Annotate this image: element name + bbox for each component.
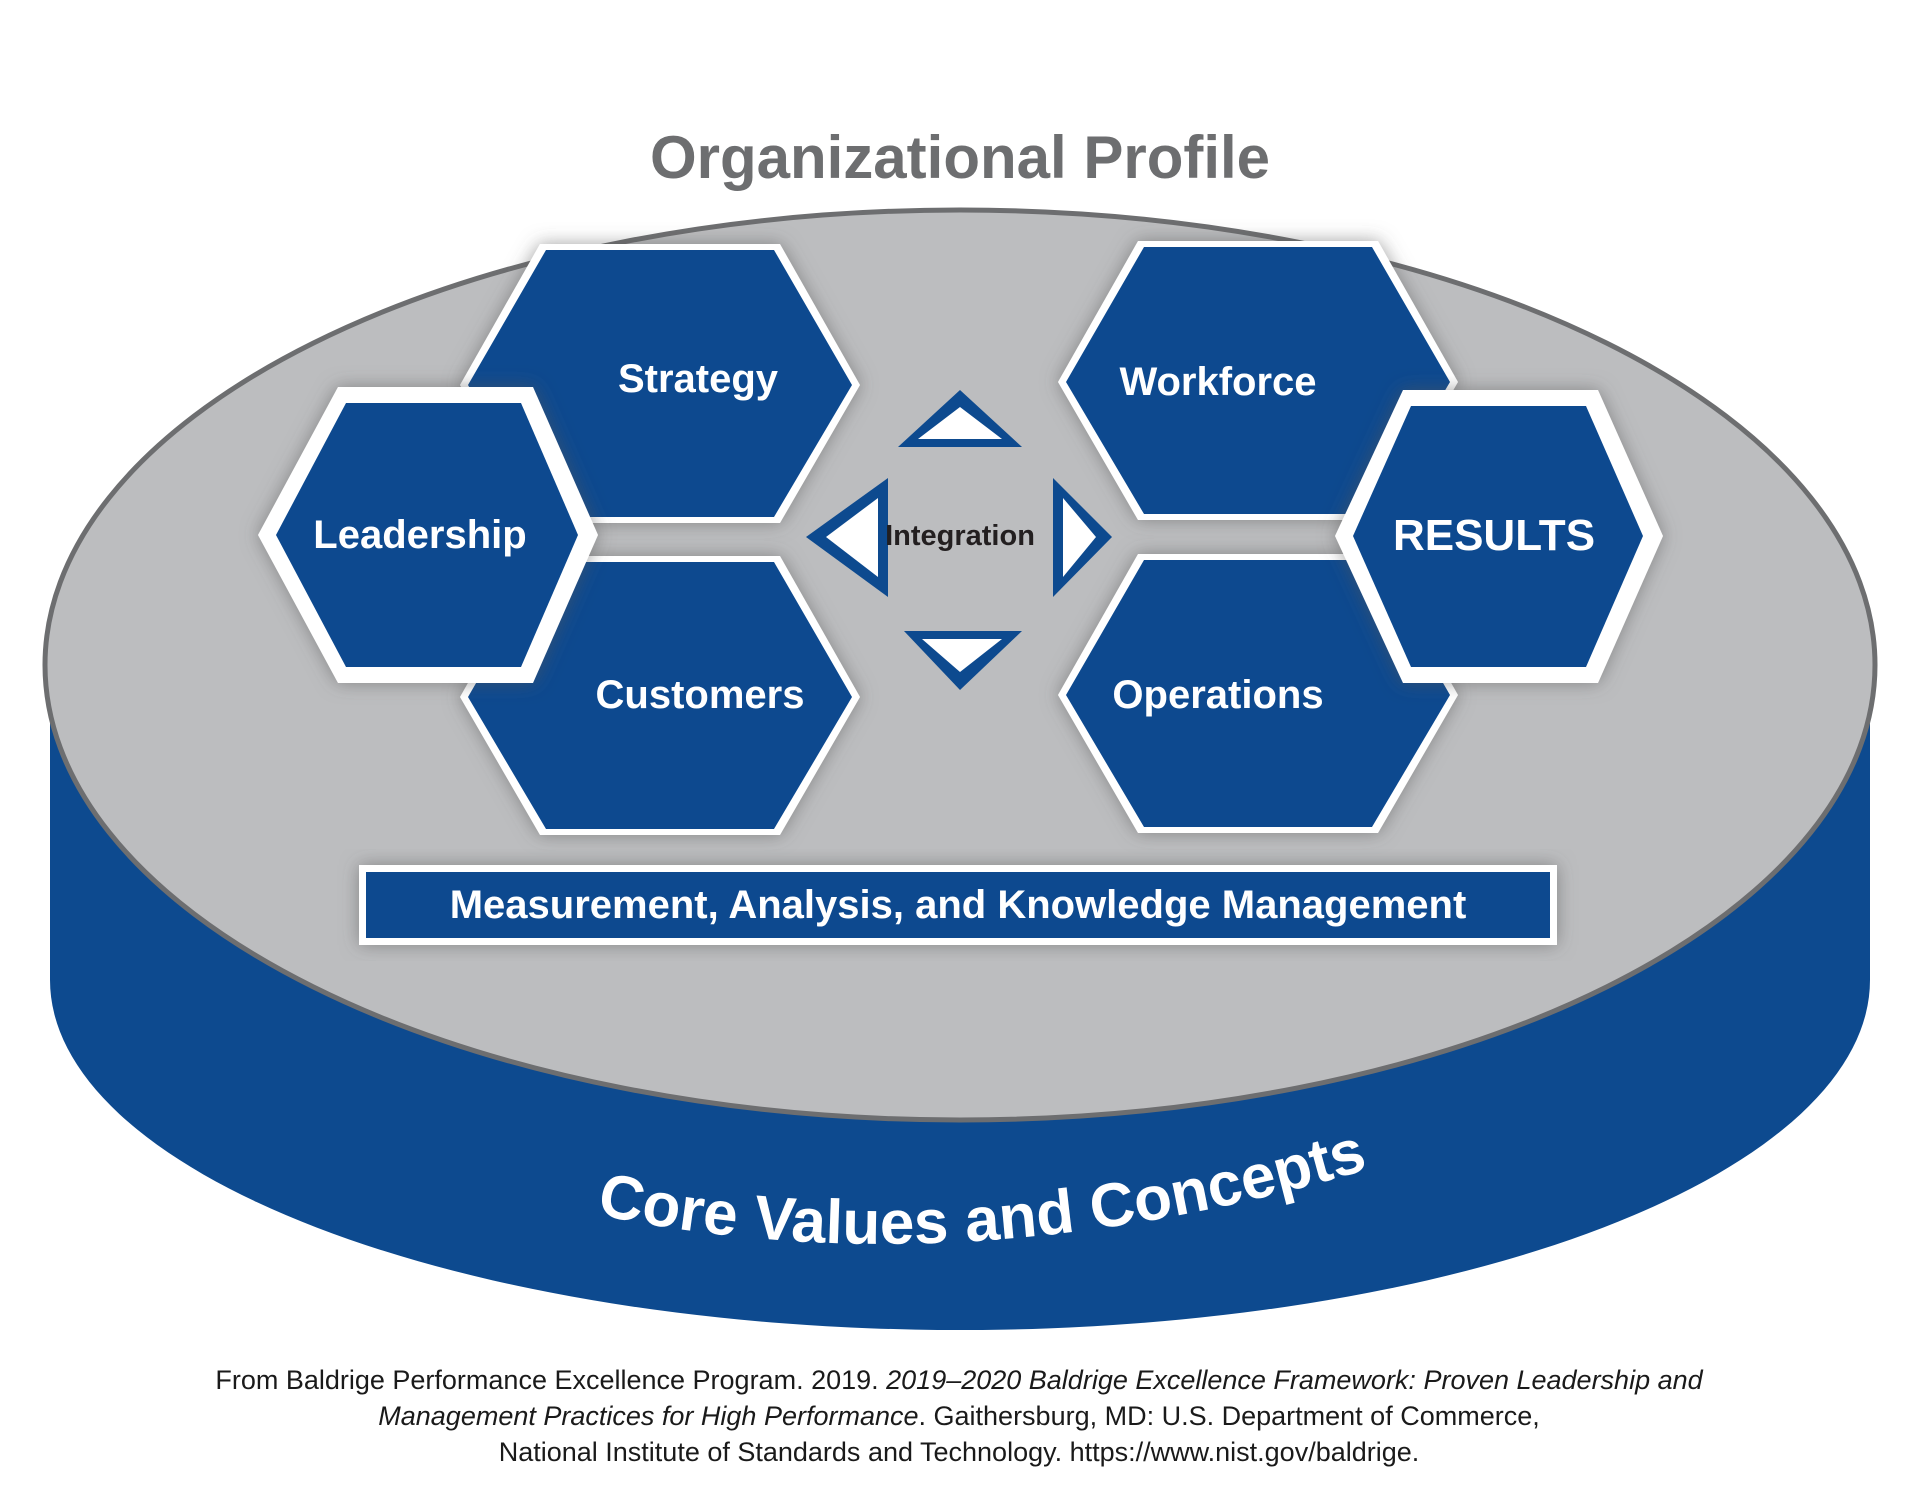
citation: From Baldrige Performance Excellence Pro… — [0, 1362, 1918, 1470]
citation-line-1: From Baldrige Performance Excellence Pro… — [0, 1362, 1918, 1398]
workforce-label: Workforce — [1119, 360, 1316, 404]
measurement-bar — [359, 865, 1557, 945]
measurement-label: Measurement, Analysis, and Knowledge Man… — [450, 883, 1467, 927]
hexagon-operations — [1058, 554, 1458, 833]
citation-line2-italic: Management Practices for High Performanc… — [378, 1401, 919, 1431]
leadership-label: Leadership — [313, 513, 526, 557]
customers-label: Customers — [596, 673, 805, 717]
integration-label: Integration — [885, 520, 1035, 552]
citation-line2-plain: . Gaithersburg, MD: U.S. Department of C… — [918, 1401, 1540, 1431]
hexagon-results — [1335, 390, 1663, 683]
strategy-label: Strategy — [618, 357, 779, 401]
citation-line-3: National Institute of Standards and Tech… — [0, 1434, 1918, 1470]
hexagon-leadership — [258, 387, 598, 683]
citation-line1-italic: 2019–2020 Baldrige Excellence Framework:… — [886, 1365, 1703, 1395]
results-label: RESULTS — [1393, 511, 1595, 560]
integration-arrow-down — [904, 631, 1022, 690]
integration-arrow-right — [1053, 478, 1112, 597]
citation-line3-plain: National Institute of Standards and Tech… — [498, 1437, 1420, 1467]
operations-label: Operations — [1112, 673, 1323, 717]
integration-arrow-up — [898, 390, 1022, 447]
organizational-profile-title: Organizational Profile — [650, 124, 1270, 191]
citation-line1-plain: From Baldrige Performance Excellence Pro… — [215, 1365, 887, 1395]
hexagon-workforce — [1058, 241, 1458, 520]
hexagon-customers — [460, 556, 860, 835]
integration-arrow-left — [806, 478, 888, 597]
citation-line-2: Management Practices for High Performanc… — [0, 1398, 1918, 1434]
